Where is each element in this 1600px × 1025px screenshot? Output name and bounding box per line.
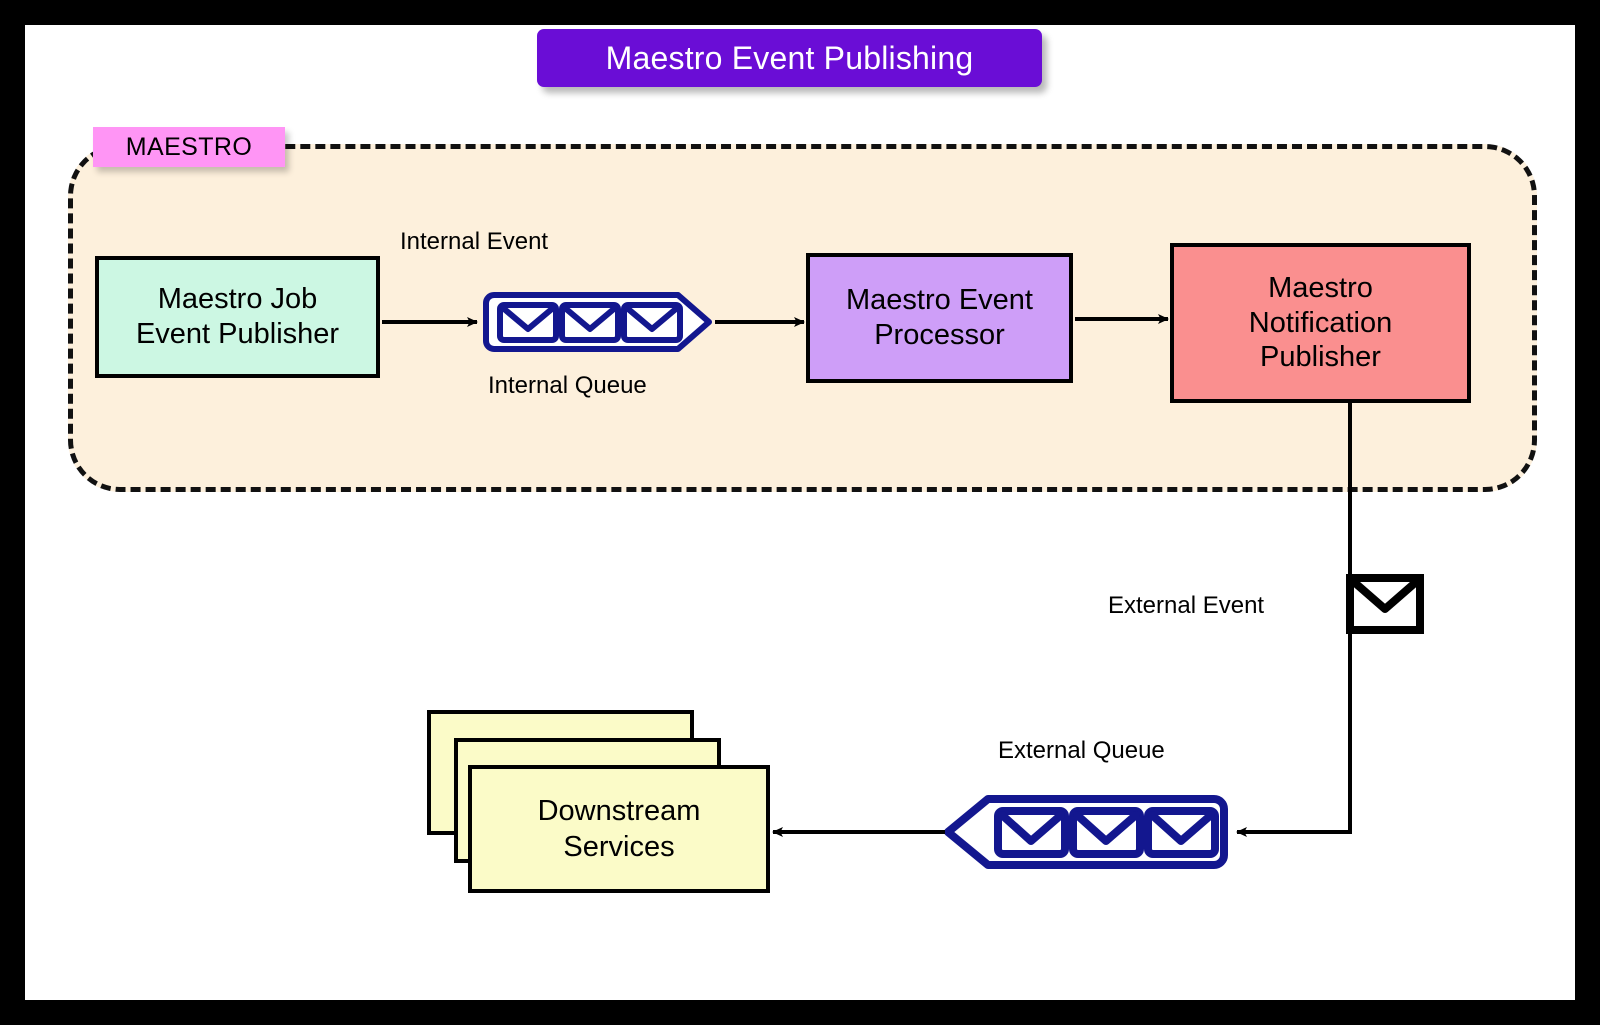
node-label: Maestro Job Event Publisher [135,283,340,350]
maestro-boundary-label-text: MAESTRO [125,132,253,161]
queue-icon-internal[interactable] [480,289,715,360]
node-downstream-services[interactable]: Downstream Services [468,765,770,893]
node-label: Maestro Event Processor [846,284,1033,351]
envelope-group [497,302,683,343]
node-label: Maestro Notification Publisher [1248,271,1393,374]
diagram-title-banner: Maestro Event Publishing [537,29,1042,87]
label-internal-event: Internal Event [400,228,549,255]
envelope-flap [1148,811,1215,845]
queue-external-svg [944,795,1228,869]
label-external-queue: External Queue [998,737,1165,764]
node-maestro-job-event-publisher[interactable]: Maestro Job Event Publisher [95,256,380,378]
node-maestro-notification-publisher[interactable]: Maestro Notification Publisher [1170,243,1471,403]
diagram-canvas: Maestro Event Publishing MAESTRO Interna… [25,25,1575,1000]
queue-internal-svg [483,292,712,352]
label-external-event: External Event [1108,592,1265,619]
page-title: Maestro Event Publishing [605,39,974,76]
node-label: Downstream Services [537,794,701,863]
envelope-group [994,807,1219,858]
envelope-flap [500,305,556,332]
envelope-flap [1073,811,1140,845]
envelope-flap [1351,578,1419,613]
envelope-external-svg [1346,574,1424,634]
label-internal-queue: Internal Queue [488,372,647,399]
queue-icon-external[interactable] [940,791,1230,878]
maestro-boundary-label: MAESTRO [93,127,285,167]
envelope-flap [624,305,680,332]
envelope-flap [998,811,1065,845]
envelope-icon-external-event [1345,573,1425,640]
envelope-flap [562,305,618,332]
node-maestro-event-processor[interactable]: Maestro Event Processor [806,253,1073,383]
